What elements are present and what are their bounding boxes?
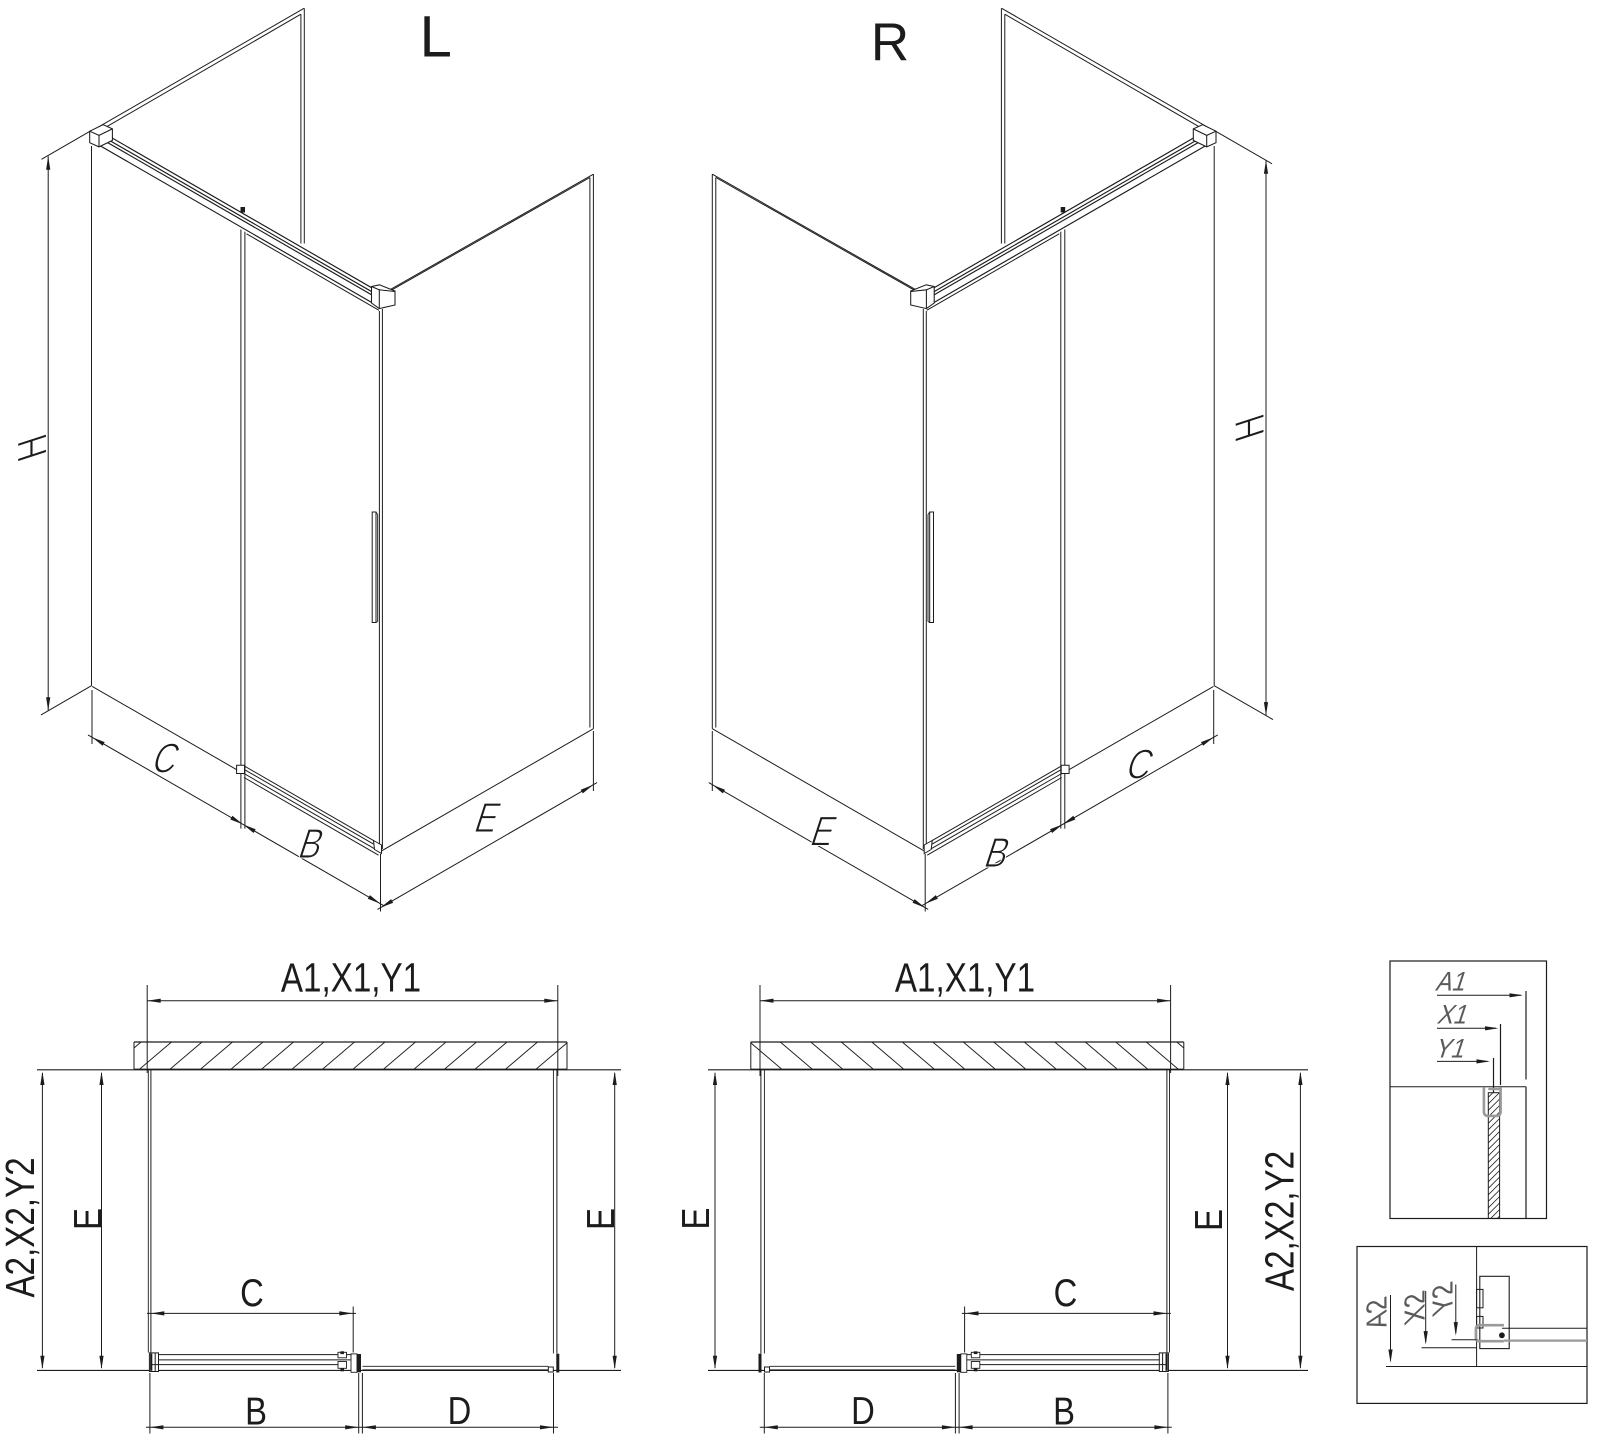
svg-text:A2,X2,Y2: A2,X2,Y2 <box>1256 1151 1302 1291</box>
svg-text:E: E <box>578 1208 622 1230</box>
svg-text:A1,X1,Y1: A1,X1,Y1 <box>281 954 421 1000</box>
svg-text:E: E <box>1186 1209 1230 1231</box>
svg-text:B: B <box>1053 1389 1075 1433</box>
svg-text:C: C <box>1054 1270 1078 1314</box>
svg-text:E: E <box>65 1208 109 1230</box>
svg-text:E: E <box>673 1208 717 1230</box>
svg-text:B: B <box>245 1389 267 1433</box>
svg-text:L: L <box>420 5 452 70</box>
svg-text:D: D <box>448 1388 472 1432</box>
svg-text:R: R <box>871 13 909 72</box>
svg-text:A2,X2,Y2: A2,X2,Y2 <box>0 1157 43 1297</box>
svg-text:D: D <box>851 1388 875 1432</box>
svg-text:C: C <box>240 1270 264 1314</box>
svg-text:A1,X1,Y1: A1,X1,Y1 <box>895 954 1035 1000</box>
